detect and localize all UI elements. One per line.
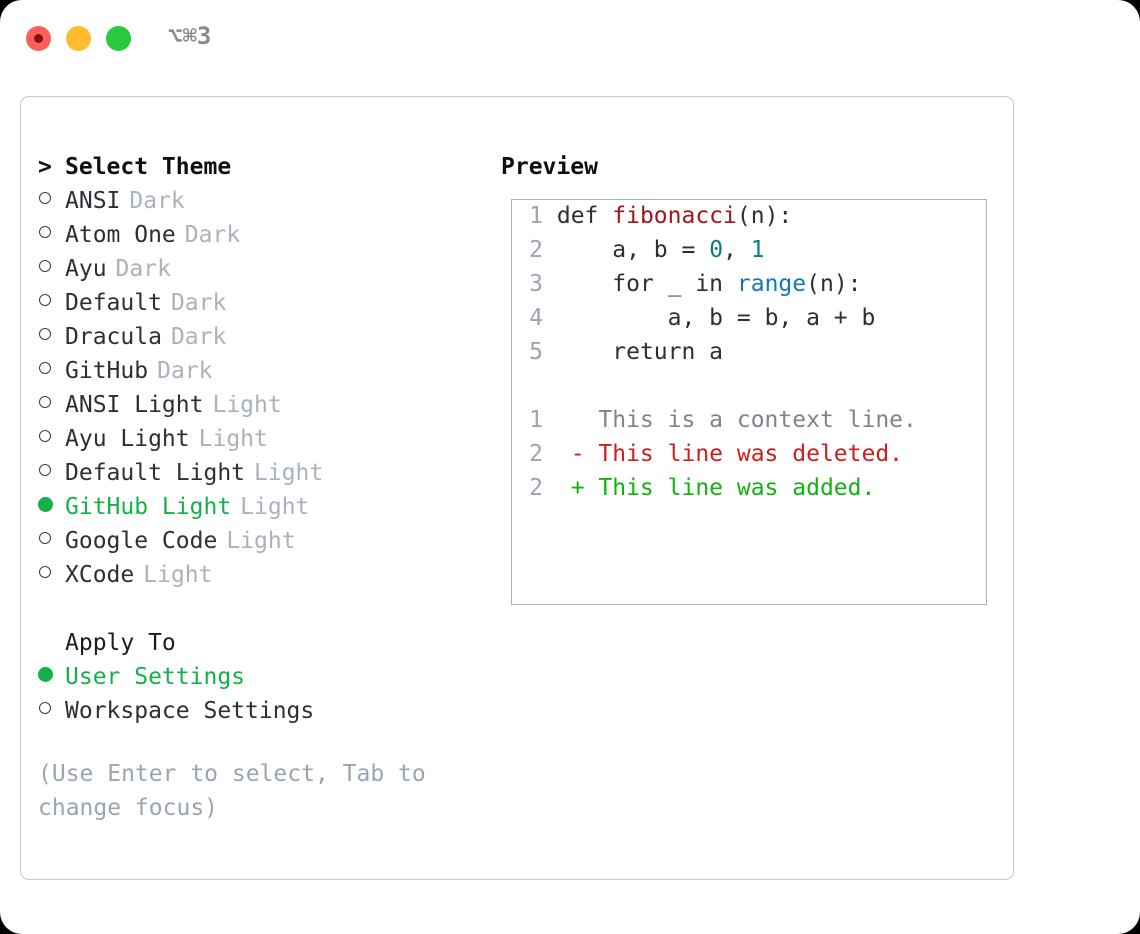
theme-picker-header: > Select Theme xyxy=(38,150,478,184)
code-token: 0 xyxy=(709,237,724,263)
preview-title: Preview xyxy=(501,154,598,180)
code-line: 5 return a xyxy=(521,335,917,369)
theme-option-label: Dracula xyxy=(65,324,162,350)
theme-option-label: XCode xyxy=(65,562,135,588)
theme-variant-badge: Dark xyxy=(157,358,213,384)
code-token: a, b = xyxy=(556,237,710,263)
theme-variant-badge: Light xyxy=(240,494,310,520)
theme-variant-badge: Light xyxy=(198,426,268,452)
apply-to-header: Apply To xyxy=(38,626,478,660)
code-line-number: 4 xyxy=(529,305,543,331)
title-bar: ⌥⌘3 xyxy=(0,0,1140,76)
code-line: 1 def fibonacci(n): xyxy=(521,199,917,233)
theme-option-default[interactable]: Default Dark xyxy=(38,286,478,320)
preview-box xyxy=(511,199,987,605)
code-line: 2 a, b = 0, 1 xyxy=(521,233,917,267)
code-token: (n): xyxy=(806,271,862,297)
theme-option-label: Default xyxy=(65,290,162,316)
theme-option-ayu[interactable]: Ayu Dark xyxy=(38,252,478,286)
theme-option-github[interactable]: GitHub Dark xyxy=(38,354,478,388)
code-diff-spacer xyxy=(521,369,917,403)
caret-icon: > xyxy=(38,154,52,180)
theme-option-dracula[interactable]: Dracula Dark xyxy=(38,320,478,354)
apply-to-title: Apply To xyxy=(65,630,176,656)
code-token: (n): xyxy=(736,203,793,229)
diff-text: This is a context line. xyxy=(598,407,917,433)
apply-to-option-user-settings[interactable]: User Settings xyxy=(38,660,478,694)
theme-option-default-light[interactable]: Default Light Light xyxy=(38,456,478,490)
theme-option-ayu-light[interactable]: Ayu Light Light xyxy=(38,422,478,456)
theme-variant-badge: Dark xyxy=(115,256,171,282)
theme-variant-badge: Dark xyxy=(184,222,241,248)
theme-option-label: Ayu xyxy=(65,256,107,282)
theme-option-label: ANSI xyxy=(65,188,121,214)
diff-line-add: 2 + This line was added. xyxy=(521,471,917,505)
diff-line-number: 2 xyxy=(529,475,543,501)
theme-picker-title: Select Theme xyxy=(65,154,232,180)
code-token: a, b = b, a + b xyxy=(556,305,876,331)
diff-text: This line was added. xyxy=(598,475,876,501)
theme-option-label: ANSI Light xyxy=(65,392,204,418)
keyboard-shortcut-label: ⌥⌘3 xyxy=(168,22,212,50)
diff-marker: - xyxy=(543,441,599,467)
section-spacer xyxy=(38,592,478,626)
code-token: , xyxy=(723,237,751,263)
diff-line-number: 1 xyxy=(529,407,543,433)
keyboard-hint: (Use Enter to select, Tab to change focu… xyxy=(38,761,426,821)
code-line-number: 1 xyxy=(529,203,543,229)
theme-option-label: Atom One xyxy=(65,222,176,248)
theme-option-atom-one[interactable]: Atom One Dark xyxy=(38,218,478,252)
theme-variant-badge: Dark xyxy=(170,290,227,316)
code-line-number: 2 xyxy=(529,237,543,263)
diff-marker: + xyxy=(543,475,599,501)
diff-line-del: 2 - This line was deleted. xyxy=(521,437,917,471)
theme-option-xcode[interactable]: XCode Light xyxy=(38,558,478,592)
diff-marker xyxy=(543,407,598,433)
theme-option-ansi-light[interactable]: ANSI Light Light xyxy=(38,388,478,422)
theme-option-label: Default Light xyxy=(65,460,246,486)
theme-option-ansi[interactable]: ANSI Dark xyxy=(38,184,478,218)
code-token: range xyxy=(736,271,807,297)
code-token: 1 xyxy=(750,237,765,263)
theme-variant-badge: Light xyxy=(226,528,296,554)
code-token: def xyxy=(556,203,613,229)
maximize-button-icon[interactable] xyxy=(106,26,131,51)
code-token: fibonacci xyxy=(612,203,737,229)
apply-to-option-label: Workspace Settings xyxy=(65,698,315,724)
diff-line-number: 2 xyxy=(529,441,543,467)
code-token: for _ in xyxy=(556,271,737,297)
theme-option-github-light[interactable]: GitHub Light Light xyxy=(38,490,478,524)
preview-column: Preview 1 def fibonacci(n):2 a, b = 0, 1… xyxy=(501,150,991,605)
theme-option-google-code[interactable]: Google Code Light xyxy=(38,524,478,558)
code-line: 3 for _ in range(n): xyxy=(521,267,917,301)
theme-option-label: Ayu Light xyxy=(65,426,190,452)
theme-variant-badge: Dark xyxy=(170,324,227,350)
code-token: return a xyxy=(556,339,724,365)
code-line-number: 3 xyxy=(529,271,543,297)
apply-to-option-label: User Settings xyxy=(65,664,246,690)
diff-text: This line was deleted. xyxy=(598,441,904,467)
theme-option-label: Google Code xyxy=(65,528,218,554)
theme-variant-badge: Dark xyxy=(129,188,185,214)
theme-variant-badge: Light xyxy=(254,460,324,486)
theme-variant-badge: Light xyxy=(143,562,213,588)
apply-to-option-workspace-settings[interactable]: Workspace Settings xyxy=(38,694,478,728)
code-line-number: 5 xyxy=(529,339,543,365)
code-line: 4 a, b = b, a + b xyxy=(521,301,917,335)
theme-option-label: GitHub xyxy=(65,358,149,384)
theme-variant-badge: Light xyxy=(212,392,282,418)
minimize-button-icon[interactable] xyxy=(66,26,91,51)
close-button-icon[interactable] xyxy=(26,26,51,51)
theme-option-label: GitHub Light xyxy=(65,494,232,520)
diff-line-ctx: 1 This is a context line. xyxy=(521,403,917,437)
